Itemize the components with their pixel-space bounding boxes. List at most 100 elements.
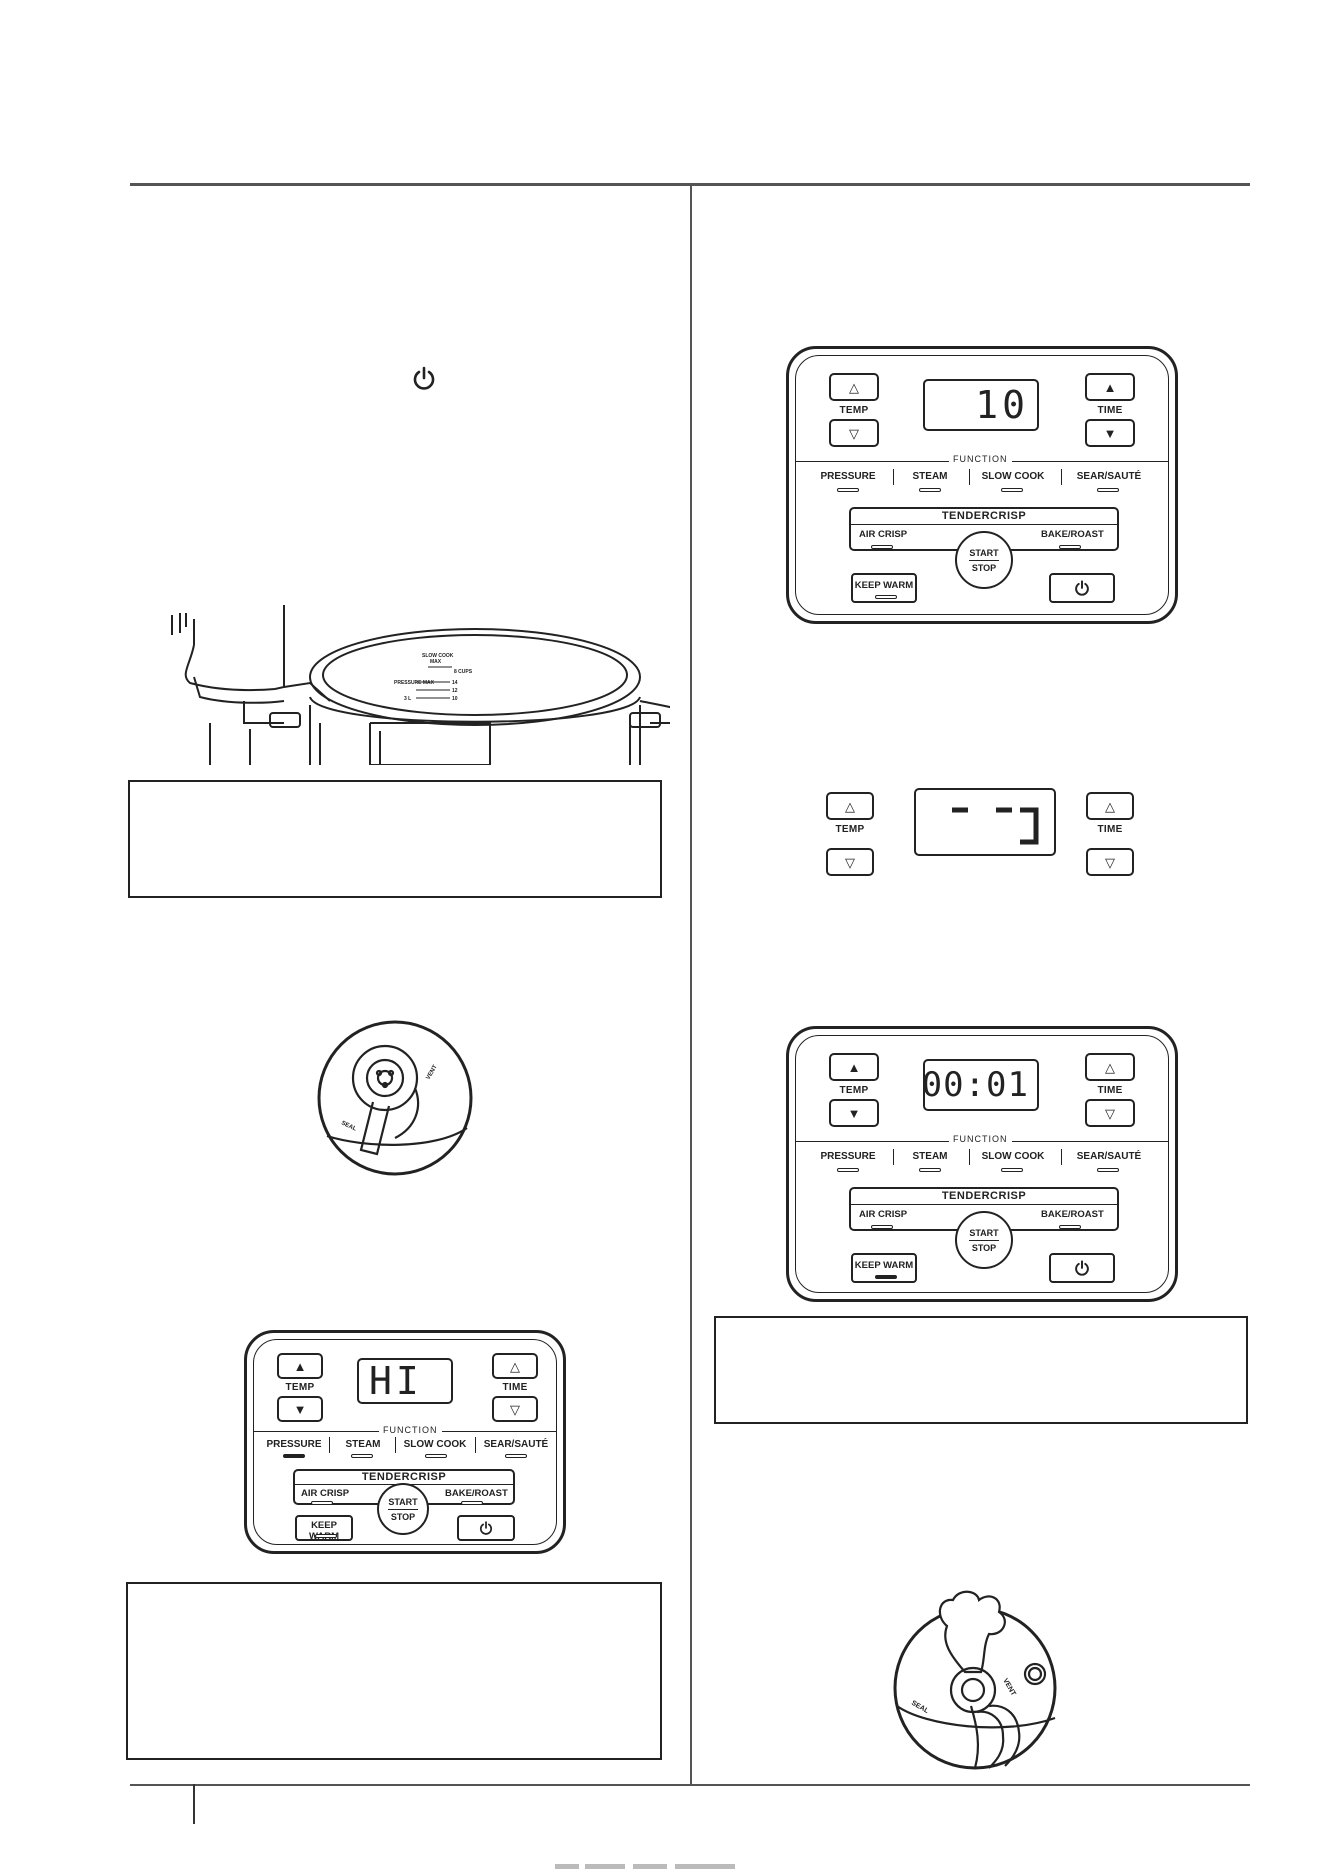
slow-cook-led <box>1001 488 1023 492</box>
slow-cook-led <box>1001 1168 1023 1172</box>
top-rule <box>130 183 1250 186</box>
bake-roast-button-label[interactable]: BAKE/ROAST <box>1041 1209 1104 1220</box>
triangle-down-icon: ▽ <box>845 854 855 870</box>
function-label: FUNCTION <box>949 1134 1012 1144</box>
lid-marking-cups: 8 CUPS <box>454 669 473 675</box>
start-stop-button[interactable]: START STOP <box>955 531 1013 589</box>
filled-triangle-up-icon: ▲ <box>293 1358 307 1374</box>
sear-saute-led <box>1097 1168 1119 1172</box>
power-button[interactable] <box>1049 573 1115 603</box>
steam-release-illustration: SEAL VENT <box>893 1590 1057 1770</box>
temp-down-button[interactable]: ▽ <box>829 419 879 447</box>
start-label: START <box>388 1496 418 1507</box>
page-number-divider <box>193 1784 195 1824</box>
function-label: FUNCTION <box>949 454 1012 464</box>
slow-cook-button-label[interactable]: SLOW COOK <box>981 1151 1045 1162</box>
sear-saute-led <box>505 1454 527 1458</box>
bake-roast-button-label[interactable]: BAKE/ROAST <box>445 1488 508 1499</box>
time-temp-display: 10 <box>923 379 1039 431</box>
triangle-up-icon: △ <box>845 798 855 814</box>
sear-saute-button-label[interactable]: SEAR/SAUTÉ <box>1076 1151 1142 1162</box>
lid-marking-max: MAX <box>430 659 442 665</box>
temp-up-button[interactable]: △ <box>826 792 874 820</box>
lid-marking-pressure-max: PRESSURE MAX <box>394 680 435 686</box>
time-down-button[interactable]: ▽ <box>1085 1099 1135 1127</box>
control-panel-time-set: △ TEMP ▽ 10 ▲ TIME ▼ FUNCTION PRESSURE S… <box>786 346 1178 624</box>
lid-marking-10: 10 <box>452 696 458 702</box>
temp-up-button[interactable]: △ <box>829 373 879 401</box>
tendercrisp-label: TENDERCRISP <box>941 510 1027 522</box>
time-label: TIME <box>1097 405 1123 416</box>
pressure-led <box>837 488 859 492</box>
start-stop-button[interactable]: START STOP <box>377 1483 429 1535</box>
time-temp-display: HI <box>357 1358 453 1404</box>
time-up-button[interactable]: △ <box>1086 792 1134 820</box>
steam-led <box>919 488 941 492</box>
temp-label: TEMP <box>839 1085 869 1096</box>
triangle-down-icon: ▽ <box>1105 1105 1115 1121</box>
tendercrisp-label: TENDERCRISP <box>941 1190 1027 1202</box>
start-stop-button[interactable]: START STOP <box>955 1211 1013 1269</box>
stop-label: STOP <box>971 562 997 573</box>
slow-cook-button-label[interactable]: SLOW COOK <box>981 471 1045 482</box>
time-down-button[interactable]: ▽ <box>492 1396 538 1422</box>
steam-button-label[interactable]: STEAM <box>912 1151 948 1162</box>
temp-label: TEMP <box>835 824 865 835</box>
sear-saute-button-label[interactable]: SEAR/SAUTÉ <box>483 1439 549 1450</box>
power-button[interactable] <box>1049 1253 1115 1283</box>
stop-label: STOP <box>971 1242 997 1253</box>
power-icon <box>413 366 435 390</box>
slow-cook-button-label[interactable]: SLOW COOK <box>403 1439 467 1450</box>
pressure-led <box>283 1454 305 1458</box>
tendercrisp-label: TENDERCRISP <box>361 1471 447 1483</box>
pressure-button-label[interactable]: PRESSURE <box>820 1151 876 1162</box>
lid-marking-slow-cook: SLOW COOK <box>422 653 454 659</box>
bake-roast-button-label[interactable]: BAKE/ROAST <box>1041 529 1104 540</box>
air-crisp-button-label[interactable]: AIR CRISP <box>859 529 908 540</box>
scan-artifact <box>555 1864 735 1869</box>
steam-button-label[interactable]: STEAM <box>912 471 948 482</box>
air-crisp-button-label[interactable]: AIR CRISP <box>859 1209 908 1220</box>
sear-saute-button-label[interactable]: SEAR/SAUTÉ <box>1076 471 1142 482</box>
temp-down-button[interactable]: ▼ <box>277 1396 323 1422</box>
steam-led <box>351 1454 373 1458</box>
bake-roast-led <box>461 1501 483 1505</box>
start-label: START <box>969 547 999 558</box>
power-button[interactable] <box>457 1515 515 1541</box>
note-box-3 <box>714 1316 1248 1424</box>
stop-label: STOP <box>390 1511 416 1522</box>
pressure-lid-illustration: SLOW COOK MAX 8 CUPS PRESSURE MAX 14 12 … <box>171 605 670 765</box>
note-box-1 <box>128 780 662 898</box>
sear-saute-led <box>1097 488 1119 492</box>
temp-down-button[interactable]: ▽ <box>826 848 874 876</box>
pressurizing-display <box>914 788 1056 856</box>
triangle-up-icon: △ <box>849 379 859 395</box>
function-label: FUNCTION <box>379 1425 442 1435</box>
time-down-button[interactable]: ▽ <box>1086 848 1134 876</box>
triangle-down-icon: ▽ <box>510 1401 520 1417</box>
triangle-down-icon: ▽ <box>1105 854 1115 870</box>
time-up-button[interactable]: △ <box>1085 1053 1135 1081</box>
time-label: TIME <box>1097 1085 1123 1096</box>
triangle-up-icon: △ <box>1105 1059 1115 1075</box>
air-crisp-button-label[interactable]: AIR CRISP <box>301 1488 350 1499</box>
steam-led <box>919 1168 941 1172</box>
triangle-up-icon: △ <box>510 1358 520 1374</box>
temp-up-button[interactable]: ▲ <box>829 1053 879 1081</box>
time-label: TIME <box>502 1382 528 1393</box>
keep-warm-button[interactable]: KEEP WARM <box>851 1253 917 1283</box>
time-up-button[interactable]: ▲ <box>1085 373 1135 401</box>
temp-up-button[interactable]: ▲ <box>277 1353 323 1379</box>
pressure-button-label[interactable]: PRESSURE <box>266 1439 322 1450</box>
temp-down-button[interactable]: ▼ <box>829 1099 879 1127</box>
air-crisp-led <box>311 1501 333 1505</box>
pressure-button-label[interactable]: PRESSURE <box>820 471 876 482</box>
keep-warm-button[interactable]: KEEP WARM <box>851 573 917 603</box>
keep-warm-button[interactable]: KEEP WARM <box>295 1515 353 1542</box>
steam-button-label[interactable]: STEAM <box>345 1439 381 1450</box>
time-down-button[interactable]: ▼ <box>1085 419 1135 447</box>
time-up-button[interactable]: △ <box>492 1353 538 1379</box>
keep-warm-label: KEEP WARM <box>854 1260 914 1271</box>
filled-triangle-up-icon: ▲ <box>847 1059 861 1075</box>
keep-warm-led <box>875 595 897 599</box>
